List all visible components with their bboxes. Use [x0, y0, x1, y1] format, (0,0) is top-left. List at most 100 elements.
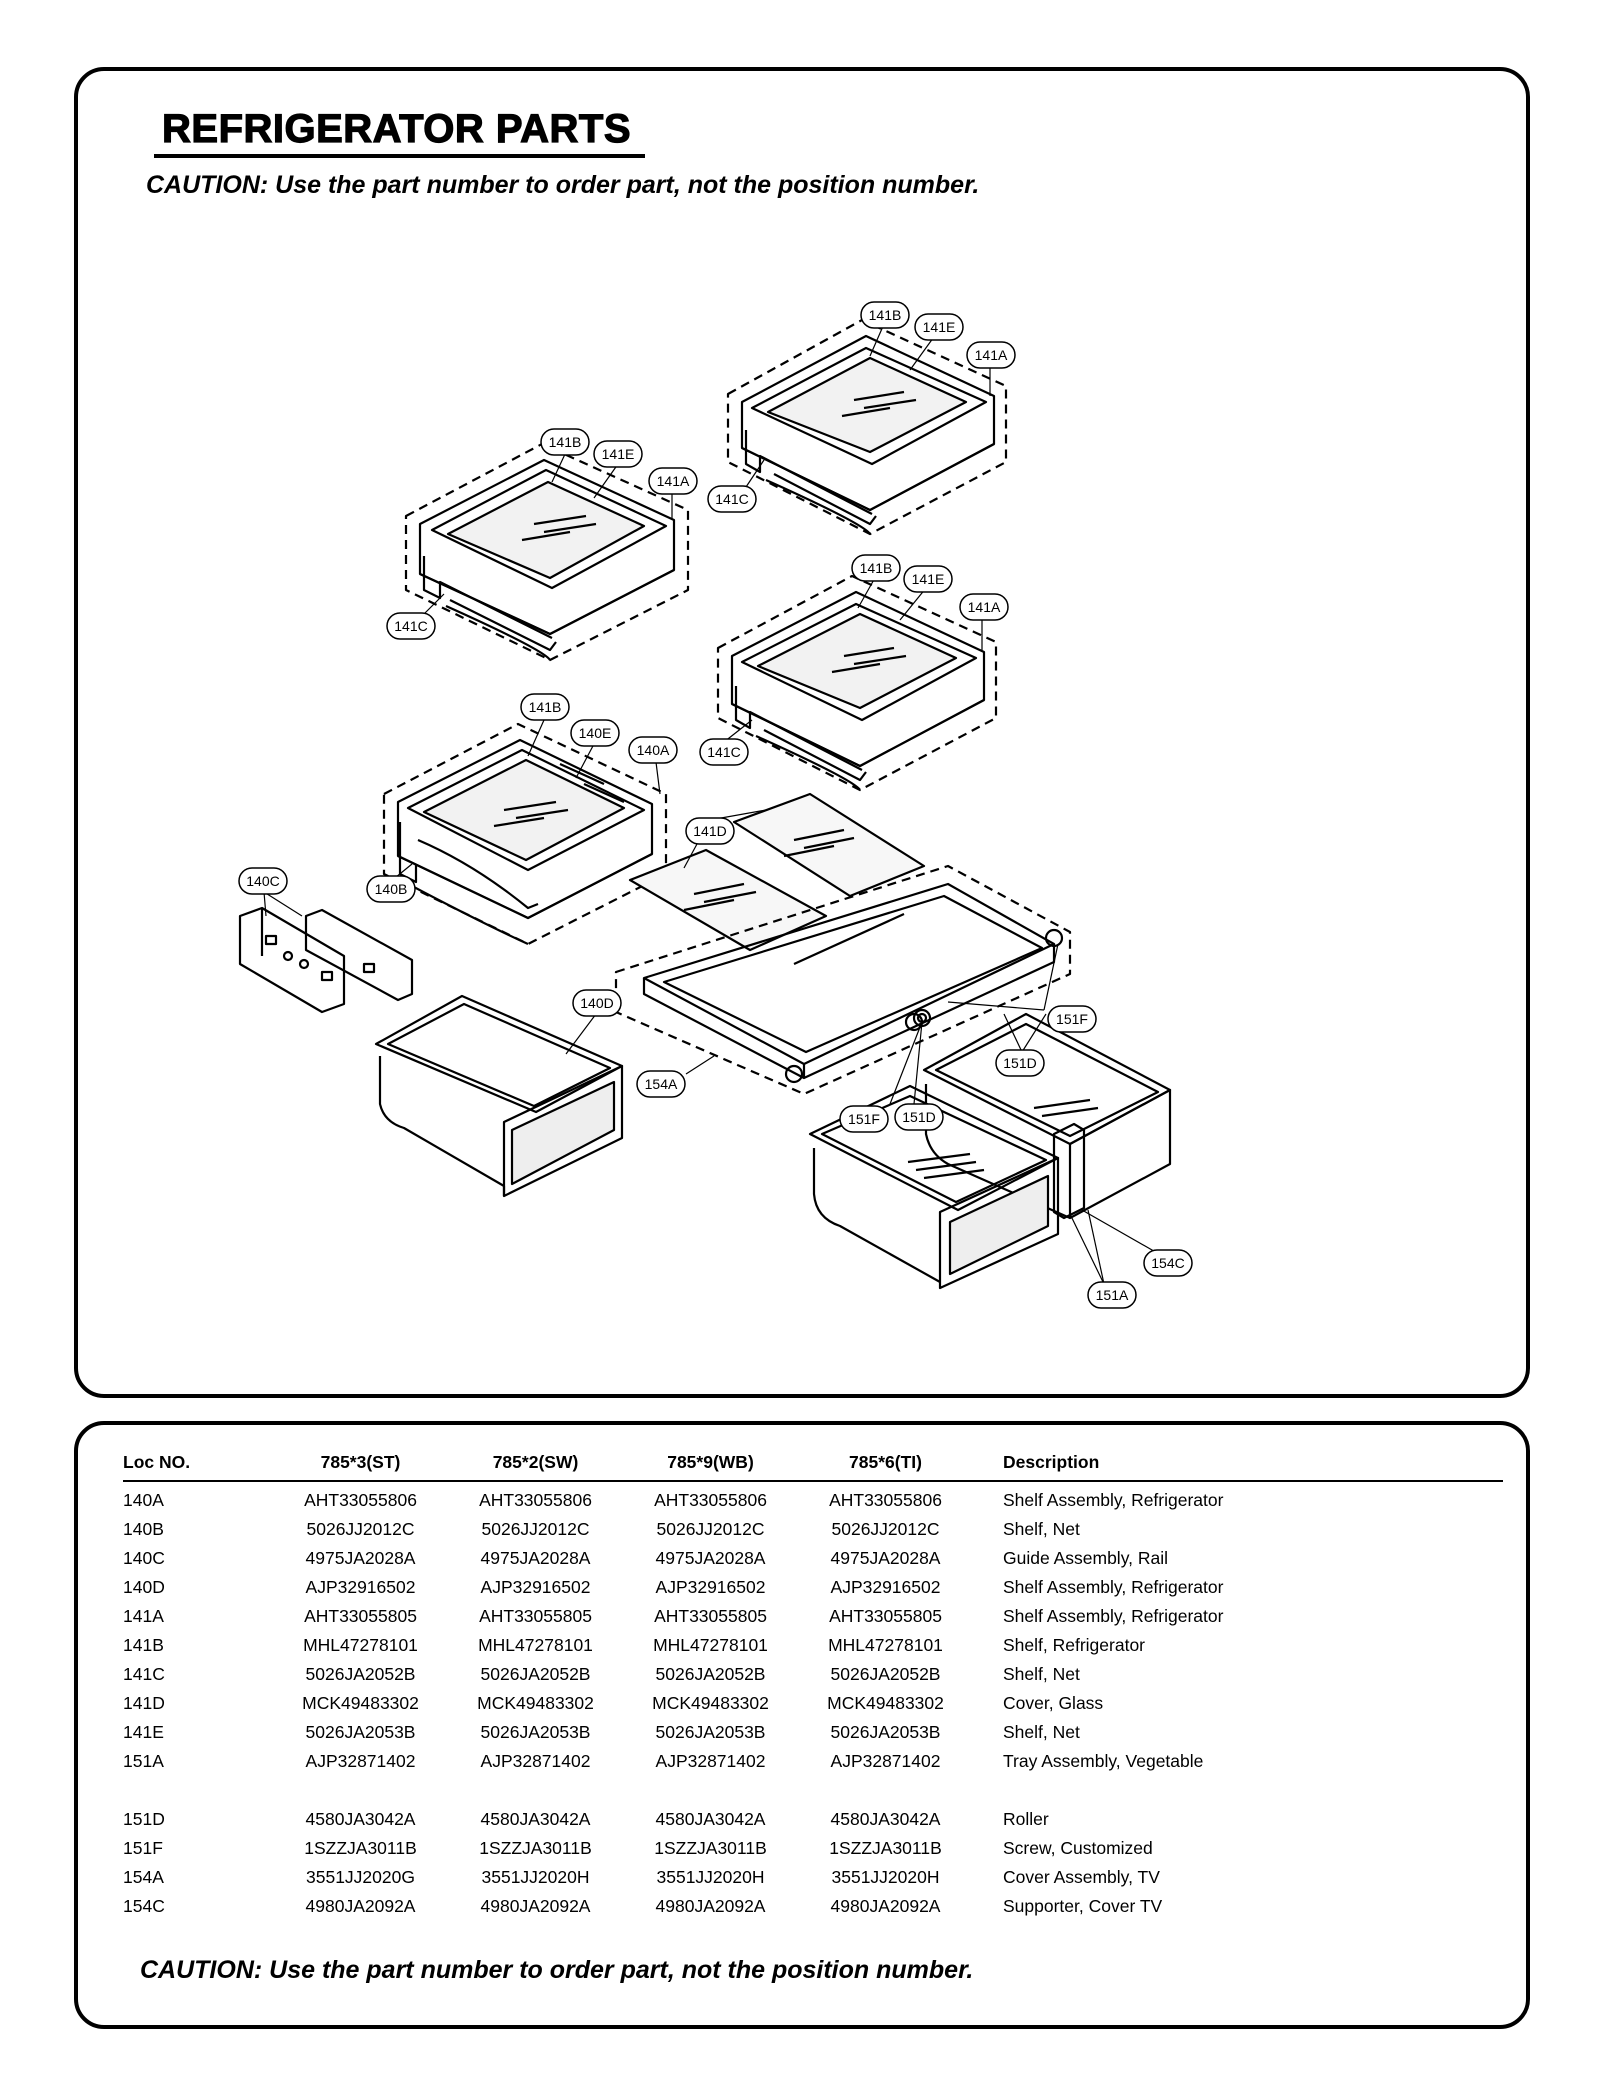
cell-description: Tray Assembly, Vegetable	[1003, 1751, 1204, 1771]
svg-text:141C: 141C	[707, 744, 740, 760]
table-row: 141C 5026JA2052B 5026JA2052B 5026JA2052B…	[123, 1660, 1503, 1689]
cell-description: Shelf Assembly, Refrigerator	[1003, 1490, 1224, 1510]
col-header-description: Description	[973, 1447, 1503, 1482]
cell-part: 4975JA2028A	[830, 1548, 941, 1568]
cell-part: 5026JJ2012C	[831, 1519, 940, 1539]
cell-description: Cover, Glass	[1003, 1693, 1104, 1713]
svg-text:140D: 140D	[580, 995, 613, 1011]
cell-part: 1SZZJA3011B	[479, 1838, 592, 1858]
cell-part: MCK49483302	[302, 1693, 419, 1713]
parts-table: Loc NO. 785*3(ST) 785*2(SW) 785*9(WB) 78…	[123, 1447, 1503, 1921]
svg-text:141E: 141E	[602, 446, 635, 462]
svg-text:140B: 140B	[375, 881, 408, 897]
table-row: 151F 1SZZJA3011B 1SZZJA3011B 1SZZJA3011B…	[123, 1834, 1503, 1863]
cell-description: Shelf Assembly, Refrigerator	[1003, 1606, 1224, 1626]
callout-154c: 154C	[1143, 1249, 1193, 1277]
cell-description: Supporter, Cover TV	[1003, 1896, 1163, 1916]
svg-text:151A: 151A	[1096, 1287, 1129, 1303]
cell-part: AJP32871402	[480, 1751, 591, 1771]
callout-151a: 151A	[1087, 1281, 1137, 1309]
callout-141c-b: 141C	[386, 612, 436, 640]
cell-loc: 151F	[123, 1838, 163, 1858]
cell-loc: 151D	[123, 1809, 165, 1829]
callout-141c-c: 141C	[699, 738, 749, 766]
cell-part: AJP32871402	[830, 1751, 941, 1771]
svg-text:151D: 151D	[1003, 1055, 1036, 1071]
cell-description: Shelf Assembly, Refrigerator	[1003, 1577, 1224, 1597]
crisper-drawer-140d	[374, 994, 624, 1198]
callout-141c-a: 141C	[707, 485, 757, 513]
cell-part: 3551JJ2020G	[306, 1867, 415, 1887]
cell-part: 1SZZJA3011B	[654, 1838, 767, 1858]
cell-part: AJP32916502	[480, 1577, 591, 1597]
svg-text:141E: 141E	[912, 571, 945, 587]
svg-text:141B: 141B	[529, 699, 562, 715]
table-row: 140B 5026JJ2012C 5026JJ2012C 5026JJ2012C…	[123, 1515, 1503, 1544]
cell-part: MHL47278101	[303, 1635, 418, 1655]
cell-part: 3551JJ2020H	[481, 1867, 590, 1887]
callout-151f-a: 151F	[1047, 1005, 1097, 1033]
cell-part: 4980JA2092A	[655, 1896, 766, 1916]
svg-text:140C: 140C	[246, 873, 279, 889]
cell-part: AHT33055805	[829, 1606, 942, 1626]
cell-part: 4580JA3042A	[305, 1809, 416, 1829]
diagram-panel: REFRIGERATOR PARTS CAUTION: Use the part…	[74, 67, 1530, 1398]
cell-loc: 154C	[123, 1896, 165, 1916]
caution-note-bottom: CAUTION: Use the part number to order pa…	[140, 1956, 974, 1984]
cell-description: Shelf, Net	[1003, 1722, 1080, 1742]
svg-text:140A: 140A	[637, 742, 670, 758]
svg-text:141B: 141B	[860, 560, 893, 576]
col-header-ti: 785*6(TI)	[798, 1447, 973, 1482]
callout-141e-c: 141E	[903, 565, 953, 593]
rail-guides-140c	[238, 906, 414, 1014]
svg-text:154C: 154C	[1151, 1255, 1184, 1271]
cell-part: AJP32916502	[305, 1577, 416, 1597]
cell-loc: 141E	[123, 1722, 164, 1742]
page-title: REFRIGERATOR PARTS	[154, 106, 646, 158]
cell-part: 3551JJ2020H	[831, 1867, 940, 1887]
cell-part: MHL47278101	[828, 1635, 943, 1655]
svg-text:141E: 141E	[923, 319, 956, 335]
cell-part: 5026JA2053B	[480, 1722, 591, 1742]
svg-text:141B: 141B	[549, 434, 582, 450]
cell-part: AHT33055805	[304, 1606, 417, 1626]
cell-part: 4980JA2092A	[830, 1896, 941, 1916]
svg-text:141A: 141A	[975, 347, 1008, 363]
cell-part: AHT33055806	[829, 1490, 942, 1510]
table-row: 140A AHT33055806 AHT33055806 AHT33055806…	[123, 1481, 1503, 1515]
callout-140c: 140C	[238, 867, 288, 895]
cell-part: 5026JJ2012C	[656, 1519, 765, 1539]
cell-loc: 140D	[123, 1577, 165, 1597]
cell-description: Guide Assembly, Rail	[1003, 1548, 1169, 1568]
cell-part: 4975JA2028A	[480, 1548, 591, 1568]
table-row: 140D AJP32916502 AJP32916502 AJP32916502…	[123, 1573, 1503, 1602]
cell-part: 4580JA3042A	[830, 1809, 941, 1829]
callout-141a-b: 141A	[648, 467, 698, 495]
cell-part: AHT33055806	[654, 1490, 767, 1510]
table-row: 141B MHL47278101 MHL47278101 MHL47278101…	[123, 1631, 1503, 1660]
cell-part: AJP32916502	[830, 1577, 941, 1597]
callout-141e-b: 141E	[593, 440, 643, 468]
shelf-assembly-140	[382, 722, 668, 946]
svg-text:141C: 141C	[715, 491, 748, 507]
cell-part: 5026JA2052B	[655, 1664, 766, 1684]
callout-140a: 140A	[628, 736, 678, 764]
svg-text:141C: 141C	[394, 618, 427, 634]
cell-description: Shelf, Net	[1003, 1664, 1080, 1684]
cell-loc: 154A	[123, 1867, 164, 1887]
cell-part: 5026JJ2012C	[481, 1519, 590, 1539]
callout-141a-a: 141A	[966, 341, 1016, 369]
cell-description: Shelf, Net	[1003, 1519, 1080, 1539]
callout-141e-a: 141E	[914, 313, 964, 341]
svg-text:141A: 141A	[968, 599, 1001, 615]
callout-140d: 140D	[572, 989, 622, 1017]
cell-description: Roller	[1003, 1809, 1049, 1829]
cell-part: 4980JA2092A	[480, 1896, 591, 1916]
cell-part: MCK49483302	[652, 1693, 769, 1713]
cell-part: MCK49483302	[827, 1693, 944, 1713]
cell-part: AHT33055805	[654, 1606, 767, 1626]
table-row: 151A AJP32871402 AJP32871402 AJP32871402…	[123, 1747, 1503, 1776]
callout-154a: 154A	[636, 1070, 686, 1098]
cell-part: MHL47278101	[653, 1635, 768, 1655]
position-callouts: 141B 141E 141A 141C 141B 141E 141A 141C …	[238, 301, 1193, 1309]
